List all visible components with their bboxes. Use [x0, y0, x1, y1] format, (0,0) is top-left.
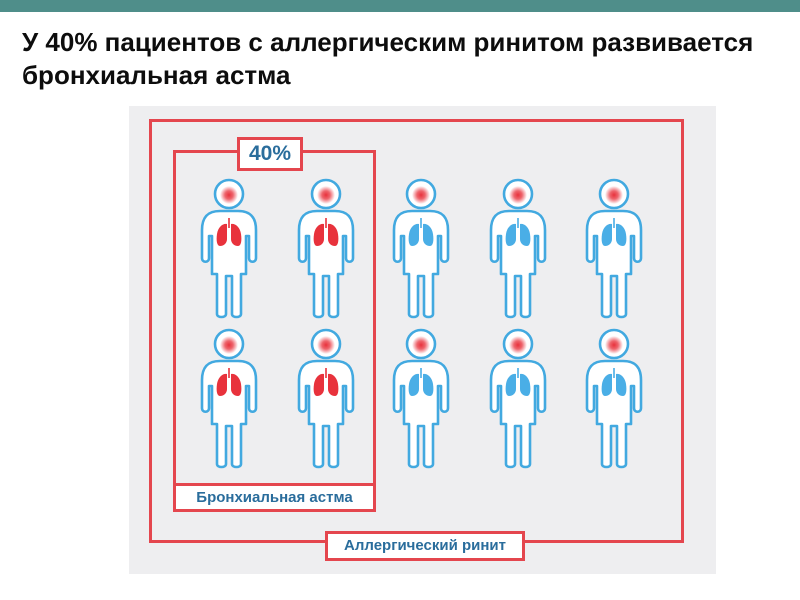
nose-highlight — [509, 186, 527, 204]
nose-highlight — [317, 336, 335, 354]
right-lung — [520, 373, 531, 396]
person-icon — [585, 328, 643, 469]
person-body — [200, 359, 258, 469]
right-lung — [231, 373, 242, 396]
person-body — [585, 359, 643, 469]
person-body — [297, 359, 355, 469]
person-body — [297, 209, 355, 319]
lungs-icon — [313, 218, 339, 246]
lungs-icon — [505, 218, 531, 246]
person-body — [585, 209, 643, 319]
nose-highlight — [605, 336, 623, 354]
right-lung — [616, 223, 627, 246]
left-lung — [601, 223, 612, 246]
person-icon — [200, 328, 258, 469]
trachea — [228, 368, 230, 378]
person-icon — [297, 178, 355, 319]
person-icon — [392, 328, 450, 469]
left-lung — [216, 223, 227, 246]
nose-highlight — [220, 186, 238, 204]
lungs-icon — [216, 218, 242, 246]
slide-title: У 40% пациентов с аллергическим ринитом … — [22, 27, 754, 90]
person-body — [489, 359, 547, 469]
trachea — [325, 368, 327, 378]
right-lung — [328, 373, 339, 396]
right-lung — [520, 223, 531, 246]
top-accent-bar — [0, 0, 800, 12]
trachea — [613, 218, 615, 228]
lungs-icon — [408, 368, 434, 396]
lungs-icon — [601, 218, 627, 246]
nose-highlight — [412, 186, 430, 204]
trachea — [613, 368, 615, 378]
person-icon — [489, 178, 547, 319]
nose-highlight — [412, 336, 430, 354]
person-icon — [297, 328, 355, 469]
lungs-icon — [505, 368, 531, 396]
nose-highlight — [509, 336, 527, 354]
trachea — [517, 368, 519, 378]
nose-highlight — [220, 336, 238, 354]
lungs-icon — [216, 368, 242, 396]
lungs-icon — [408, 218, 434, 246]
trachea — [420, 368, 422, 378]
right-lung — [231, 223, 242, 246]
left-lung — [601, 373, 612, 396]
left-lung — [313, 373, 324, 396]
person-icon — [392, 178, 450, 319]
nose-highlight — [317, 186, 335, 204]
person-body — [200, 209, 258, 319]
left-lung — [408, 373, 419, 396]
person-icon — [585, 178, 643, 319]
allergic-rhinitis-label: Аллергический ринит — [325, 531, 525, 561]
person-body — [392, 209, 450, 319]
left-lung — [505, 373, 516, 396]
percent-label: 40% — [237, 137, 303, 171]
person-icon — [489, 328, 547, 469]
trachea — [517, 218, 519, 228]
bronchial-asthma-label: Бронхиальная астма — [173, 483, 376, 512]
trachea — [325, 218, 327, 228]
left-lung — [313, 223, 324, 246]
person-body — [392, 359, 450, 469]
person-body — [489, 209, 547, 319]
lungs-icon — [601, 368, 627, 396]
right-lung — [616, 373, 627, 396]
lungs-icon — [313, 368, 339, 396]
right-lung — [423, 223, 434, 246]
nose-highlight — [605, 186, 623, 204]
trachea — [420, 218, 422, 228]
person-icon — [200, 178, 258, 319]
infographic: 40% Бронхиальная астма Аллергический рин… — [129, 106, 716, 574]
left-lung — [216, 373, 227, 396]
left-lung — [408, 223, 419, 246]
trachea — [228, 218, 230, 228]
right-lung — [423, 373, 434, 396]
people-group — [200, 178, 643, 469]
right-lung — [328, 223, 339, 246]
left-lung — [505, 223, 516, 246]
